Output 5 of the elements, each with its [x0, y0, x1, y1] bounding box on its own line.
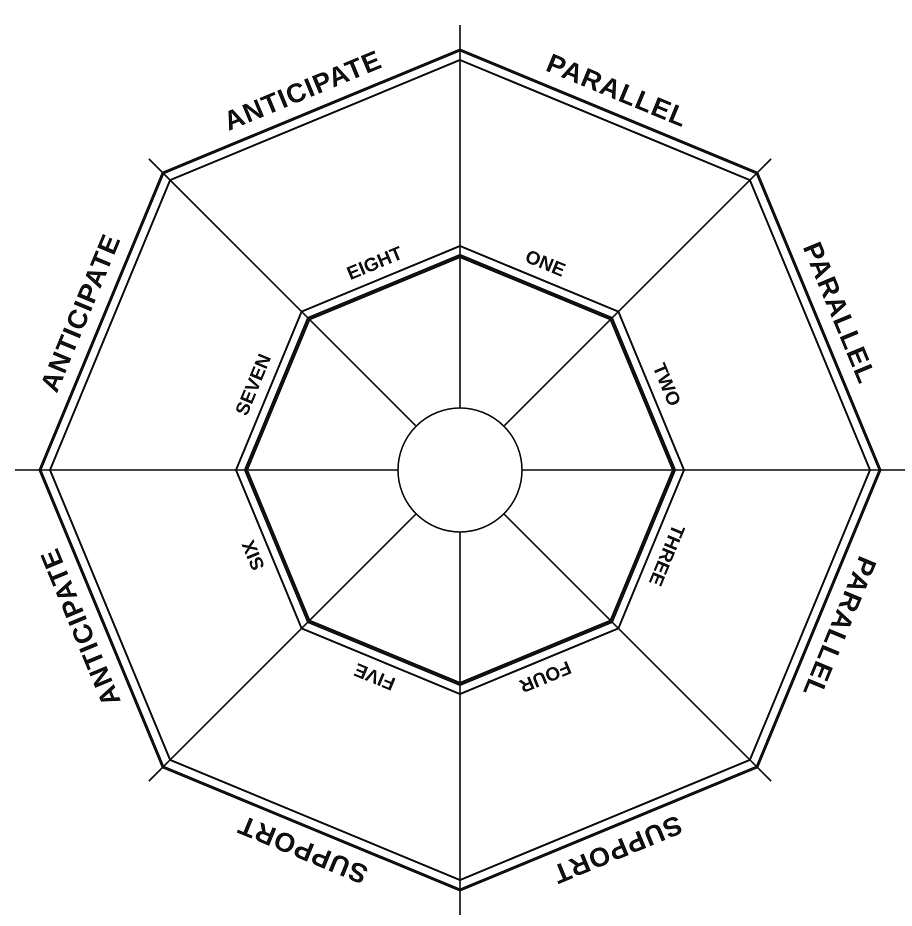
segment-label: FIVE [352, 659, 398, 693]
segment-label: TWO [648, 360, 684, 409]
segment-label: ONE [522, 247, 568, 281]
segment-label: SIX [239, 538, 269, 574]
segment-label: FOUR [516, 656, 574, 696]
